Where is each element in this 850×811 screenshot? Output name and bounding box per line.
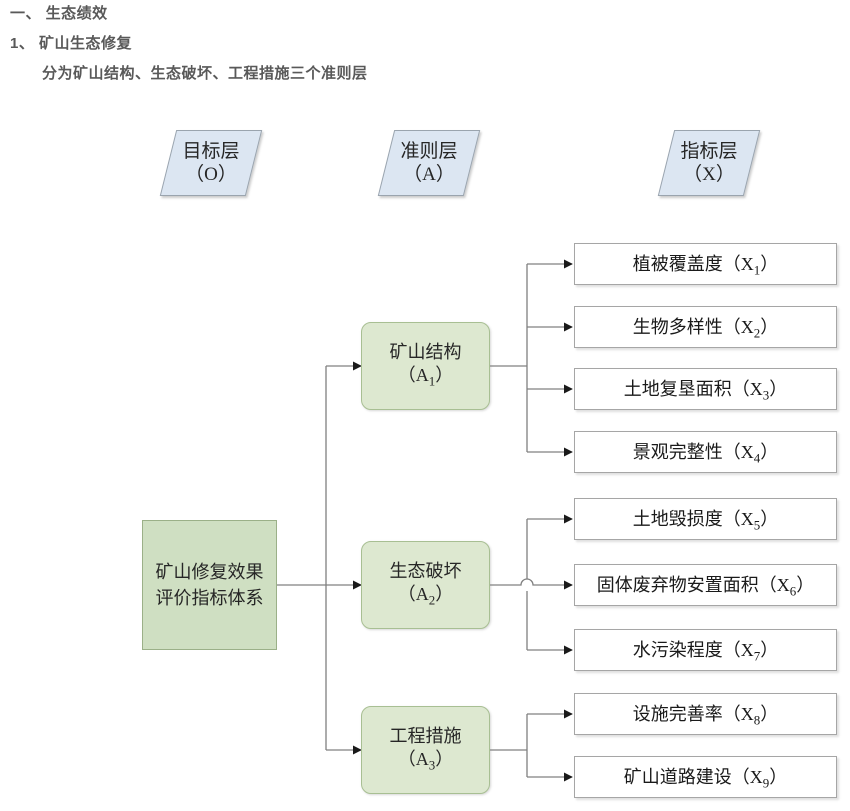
indicator-node-x5-label: 土地毁损度（X5） (632, 508, 779, 533)
criterion-node-a3[interactable]: 工程措施 （A3） (361, 706, 490, 794)
criterion-node-a3-code: （A3） (397, 749, 454, 774)
indicator-node-x1-label: 植被覆盖度（X1） (632, 253, 779, 278)
goal-node[interactable]: 矿山修复效果评价指标体系 (142, 520, 277, 650)
indicator-node-x1[interactable]: 植被覆盖度（X1） (574, 243, 837, 285)
criterion-node-a3-name: 工程措施 (389, 726, 462, 747)
indicator-node-x7[interactable]: 水污染程度（X7） (574, 629, 837, 671)
goal-node-label: 矿山修复效果评价指标体系 (155, 561, 264, 608)
indicator-node-x5[interactable]: 土地毁损度（X5） (574, 498, 837, 540)
layer-label-criterion-code: （A） (403, 164, 455, 185)
heading-subsection-title: 1、 矿山生态修复 (10, 35, 133, 52)
layer-label-indicator-name: 指标层 (680, 140, 738, 162)
indicator-node-x8-label: 设施完善率（X8） (632, 703, 779, 728)
wire-a2-to-x7-with-hop (490, 578, 573, 590)
criterion-node-a1[interactable]: 矿山结构 （A1） (361, 322, 490, 410)
indicator-node-x3[interactable]: 土地复垦面积（X3） (574, 368, 837, 410)
criterion-node-a2-name: 生态破坏 (389, 561, 462, 582)
criterion-node-a1-code: （A1） (397, 365, 454, 390)
heading-description: 分为矿山结构、生态破坏、工程措施三个准则层 (42, 65, 368, 82)
indicator-node-x2[interactable]: 生物多样性（X2） (574, 306, 837, 348)
layer-label-indicator-code: （X） (683, 164, 735, 185)
layer-label-indicator: 指标层 （X） (657, 130, 761, 196)
indicator-node-x9-label: 矿山道路建设（X9） (623, 766, 788, 791)
indicator-node-x6-label: 固体废弃物安置面积（X6） (596, 574, 815, 599)
indicator-node-x8[interactable]: 设施完善率（X8） (574, 693, 837, 735)
heading-section-title: 一、 生态绩效 (10, 5, 108, 22)
layer-label-goal: 目标层 （O） (159, 130, 263, 196)
indicator-node-x4-label: 景观完整性（X4） (632, 441, 779, 466)
layer-label-goal-code: （O） (185, 164, 237, 185)
indicator-node-x4[interactable]: 景观完整性（X4） (574, 431, 837, 473)
indicator-node-x6[interactable]: 固体废弃物安置面积（X6） (574, 564, 837, 606)
criterion-node-a2[interactable]: 生态破坏 （A2） (361, 541, 490, 629)
layer-label-criterion: 准则层 （A） (377, 130, 481, 196)
layer-label-goal-name: 目标层 (182, 140, 240, 162)
indicator-node-x3-label: 土地复垦面积（X3） (623, 378, 788, 403)
criterion-node-a2-code: （A2） (397, 584, 454, 609)
layer-label-criterion-name: 准则层 (400, 140, 458, 162)
indicator-node-x7-label: 水污染程度（X7） (632, 639, 779, 664)
criterion-node-a1-name: 矿山结构 (389, 342, 462, 363)
indicator-node-x2-label: 生物多样性（X2） (632, 316, 779, 341)
indicator-node-x9[interactable]: 矿山道路建设（X9） (574, 756, 837, 798)
